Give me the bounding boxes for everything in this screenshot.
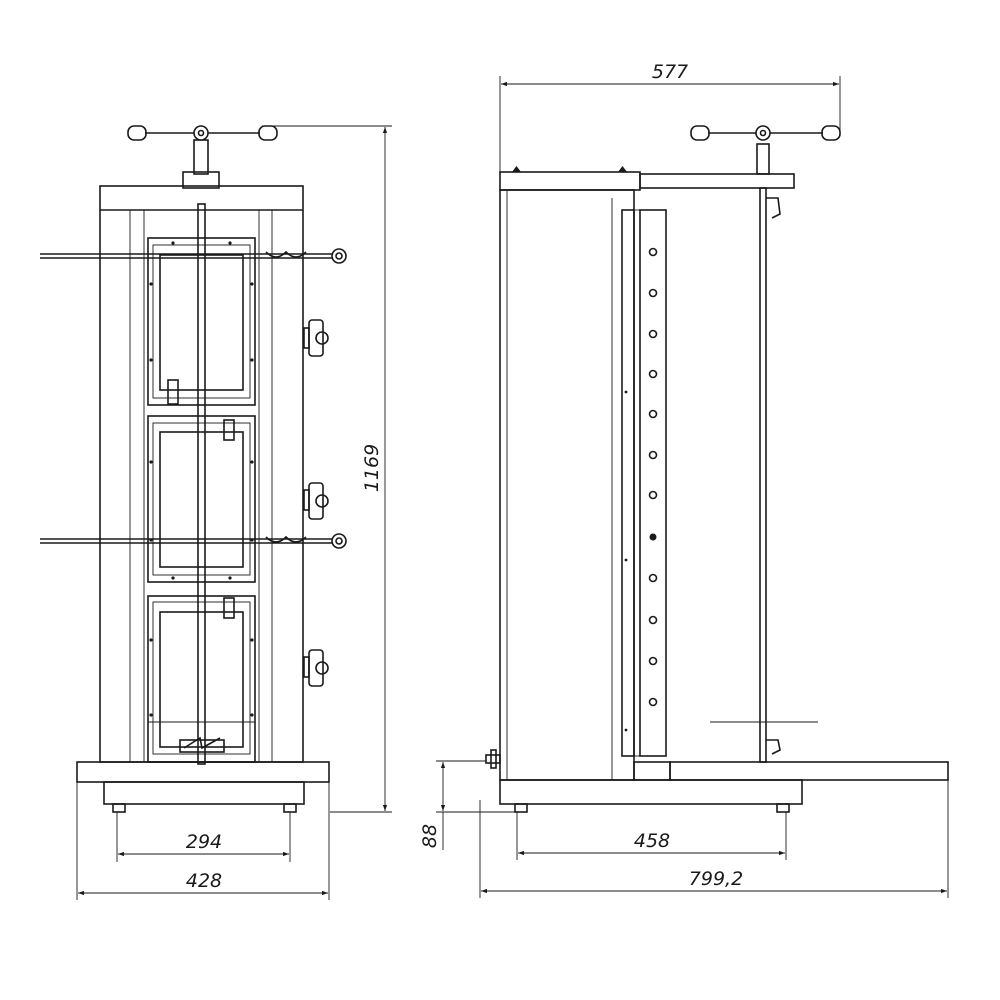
- dimension-top-width: 577: [499, 61, 841, 172]
- foot-height-label: 88: [419, 824, 441, 848]
- height-label: 1169: [361, 444, 383, 492]
- front-view: 1169 294 428: [40, 125, 392, 900]
- dimension-foot-spacing: 294: [116, 812, 291, 862]
- skewer-bottom: [40, 533, 347, 549]
- dimension-foot-height: 88: [419, 760, 515, 850]
- base-depth-label: 458: [634, 830, 670, 852]
- dimension-height: 1169: [262, 125, 392, 813]
- control-knob-2: [303, 482, 329, 520]
- burner-window-middle: [147, 415, 256, 583]
- control-knob-1: [303, 319, 329, 357]
- base-width-label: 428: [186, 870, 222, 892]
- side-spit-rod: [690, 125, 841, 763]
- side-view: 577 88 458 799,2: [419, 61, 949, 898]
- control-knob-3: [303, 649, 329, 687]
- burner-window-top: [147, 237, 256, 406]
- overall-depth-label: 799,2: [689, 868, 743, 890]
- vertical-spit: [127, 125, 278, 765]
- gas-connector: [485, 749, 501, 769]
- burner-column: [621, 209, 667, 757]
- dimension-base-width: 428: [76, 782, 330, 900]
- skewer-top: [40, 248, 347, 264]
- foot-spacing-label: 294: [186, 831, 222, 853]
- dimension-overall-depth: 799,2: [479, 780, 949, 898]
- top-width-label: 577: [652, 61, 688, 83]
- window-bolts: [149, 241, 254, 717]
- burner-window-bottom: [147, 595, 256, 763]
- dimension-base-depth: 458: [516, 812, 787, 860]
